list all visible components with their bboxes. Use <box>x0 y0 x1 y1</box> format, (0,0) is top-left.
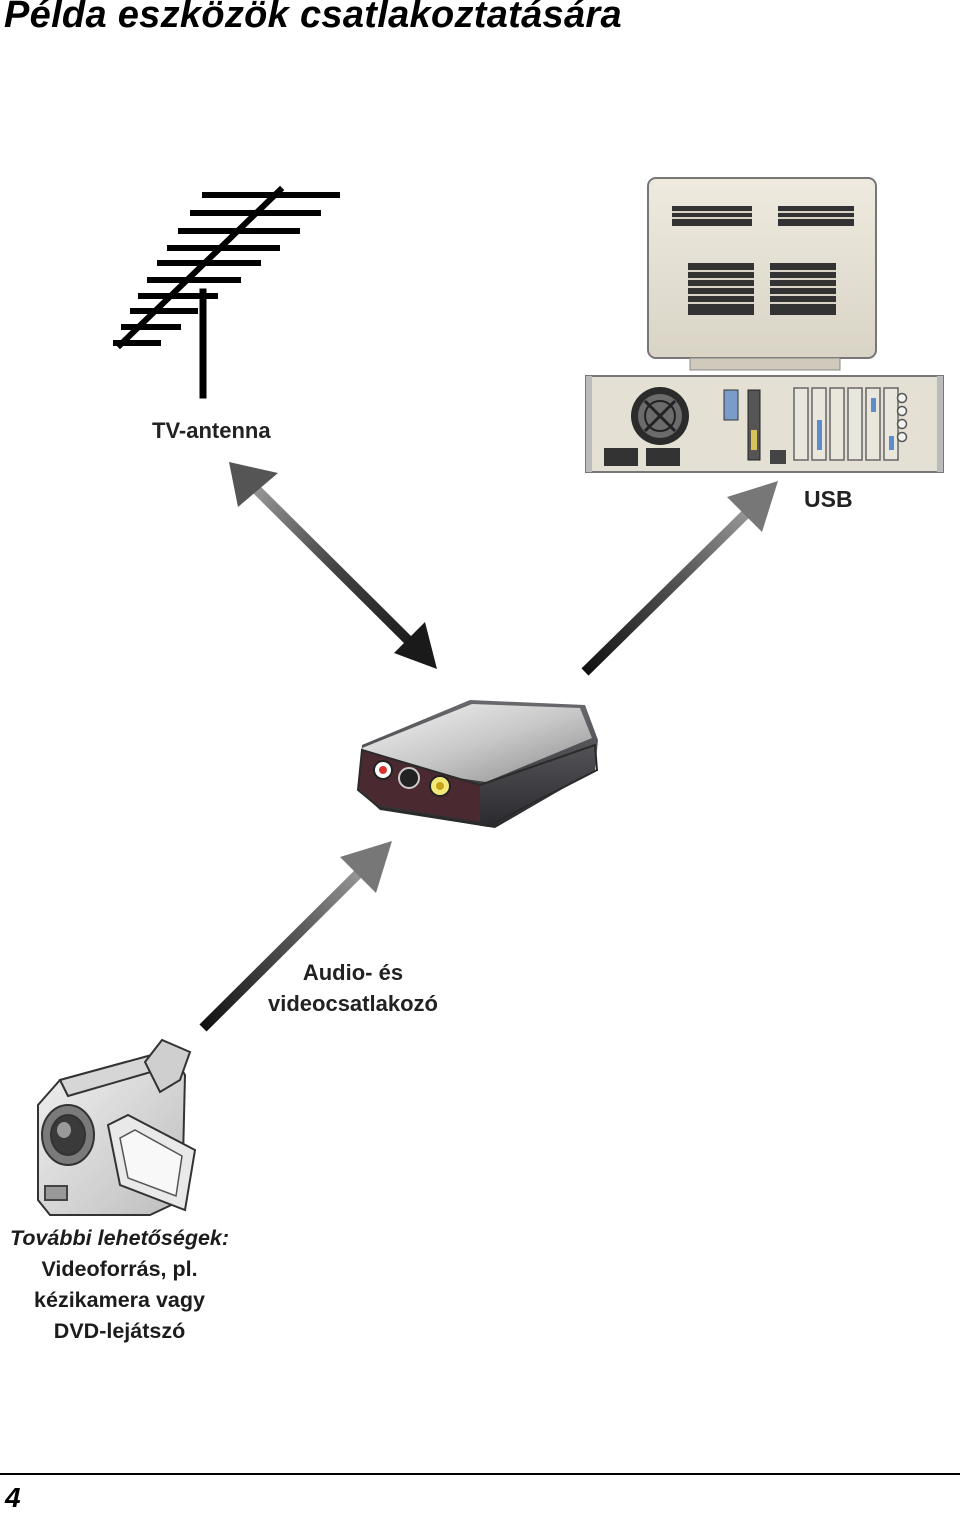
more-options-line3: kézikamera vagy <box>34 1288 205 1312</box>
more-options-heading: További lehetőségek: <box>10 1226 230 1250</box>
tv-tuner-device-icon <box>356 700 599 828</box>
footer-divider <box>0 1473 960 1475</box>
arrow-tuner-computer <box>581 481 778 676</box>
arrow-camcorder-tuner <box>199 841 392 1032</box>
av-connector-label-line2: videocsatlakozó <box>268 991 438 1016</box>
more-options-label: További lehetőségek: Videoforrás, pl. ké… <box>10 1223 229 1347</box>
more-options-line4: DVD-lejátszó <box>53 1319 186 1343</box>
usb-label: USB <box>804 486 853 512</box>
av-connector-label: Audio- és videocsatlakozó <box>268 957 438 1019</box>
more-options-line2: Videoforrás, pl. <box>41 1257 198 1281</box>
tv-antenna-label: TV-antenna <box>152 418 271 443</box>
computer-icon <box>585 177 944 473</box>
camcorder-icon <box>37 1038 197 1216</box>
page-number: 4 <box>5 1482 21 1513</box>
page-title: Példa eszközök csatlakoztatására <box>4 0 622 36</box>
tv-antenna-icon <box>113 185 340 399</box>
av-connector-label-line1: Audio- és <box>302 960 404 985</box>
double-arrow-antenna-tuner <box>229 462 437 669</box>
